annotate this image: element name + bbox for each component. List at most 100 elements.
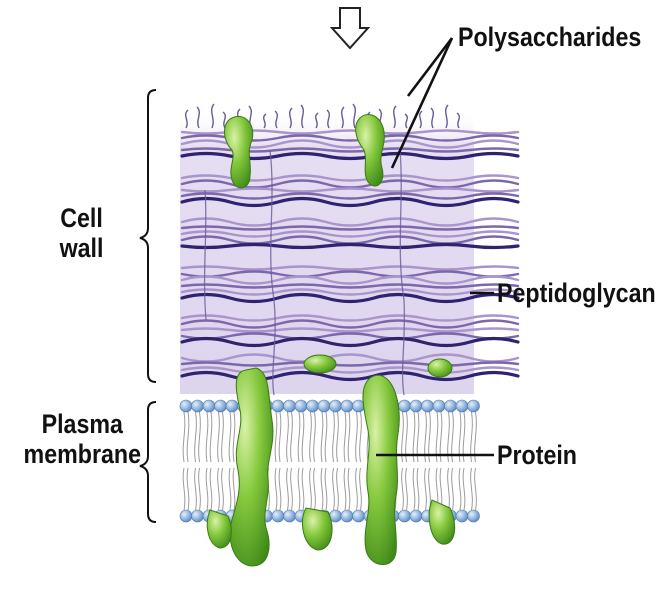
lipid-head — [330, 400, 342, 412]
lipid-tail — [275, 412, 277, 462]
lipid-tail — [218, 468, 220, 510]
lipid-tail — [333, 412, 335, 462]
lipid-tail — [356, 412, 358, 462]
lipid-tail — [348, 468, 350, 510]
lipid-tail — [183, 468, 185, 510]
lipid-head — [468, 400, 480, 412]
lipid-tail — [471, 468, 473, 510]
lipid-tail — [333, 468, 335, 510]
lipid-head — [180, 400, 192, 412]
lipid-tail — [233, 468, 235, 510]
lipid-tail — [452, 468, 454, 510]
lipid-tail — [475, 468, 477, 510]
lipid-tail — [356, 468, 358, 510]
lipid-head — [399, 510, 411, 522]
lipid-tail — [298, 468, 300, 510]
lipid-head — [410, 510, 422, 522]
lipid-tail — [199, 468, 201, 510]
lipid-tail — [360, 468, 362, 510]
lipid-tail — [344, 468, 346, 510]
lipid-tail — [302, 412, 304, 462]
lipid-head — [180, 510, 192, 522]
cell-wall-label-line1: Cell — [60, 203, 104, 233]
lipid-tail — [199, 412, 201, 462]
polysaccharides-label: Polysaccharides — [458, 22, 641, 52]
lipid-head — [226, 400, 238, 412]
lipid-tail — [337, 412, 339, 462]
lipid-head — [468, 510, 480, 522]
lipid-tail — [229, 412, 231, 462]
lipid-tail — [206, 468, 208, 510]
lipid-tail — [287, 412, 289, 462]
lipid-head — [341, 510, 353, 522]
lipid-tail — [183, 412, 185, 462]
lipid-head — [410, 400, 422, 412]
lipid-tail — [314, 412, 316, 462]
lipid-tail — [275, 468, 277, 510]
cell-wall-label: Cell wall — [60, 203, 104, 263]
lipid-tail — [337, 468, 339, 510]
lipid-tail — [218, 412, 220, 462]
lipid-tail — [448, 468, 450, 510]
lipid-tail — [233, 412, 235, 462]
down-arrow-icon — [332, 8, 368, 48]
lipid-tail — [321, 412, 323, 462]
lipid-tail — [222, 412, 224, 462]
lipid-tail — [206, 412, 208, 462]
lipid-tail — [187, 412, 189, 462]
lipid-tail — [187, 468, 189, 510]
lipid-tail — [195, 468, 197, 510]
membrane-protein-left — [207, 368, 273, 566]
lipid-tail — [291, 412, 293, 462]
lipid-head — [272, 510, 284, 522]
lipid-head — [295, 400, 307, 412]
lipid-tail — [459, 468, 461, 510]
lipid-tail — [302, 468, 304, 510]
lipid-head — [341, 400, 353, 412]
lipid-head — [353, 510, 365, 522]
lipid-tail — [402, 468, 404, 510]
lipid-tail — [291, 468, 293, 510]
lipid-head — [203, 400, 215, 412]
lipid-head — [272, 400, 284, 412]
lipid-head — [445, 400, 457, 412]
lipid-tail — [429, 468, 431, 510]
lipid-tail — [210, 412, 212, 462]
lipid-head — [422, 400, 434, 412]
lipid-tail — [360, 412, 362, 462]
lipid-head — [192, 400, 204, 412]
plasma-membrane-label-line1: Plasma — [24, 409, 141, 439]
lipid-head — [284, 510, 296, 522]
plasma-membrane-bracket — [140, 402, 156, 522]
plasma-membrane-label-line2: membrane — [24, 439, 141, 469]
lipid-head — [399, 400, 411, 412]
protein-label: Protein — [497, 440, 577, 470]
lipid-head — [456, 400, 468, 412]
lipid-tail — [413, 468, 415, 510]
lipid-tail — [325, 468, 327, 510]
lipid-tail — [417, 468, 419, 510]
lipid-tails — [183, 412, 476, 510]
lipid-tail — [348, 412, 350, 462]
lipid-tail — [279, 412, 281, 462]
lipid-head — [192, 510, 204, 522]
lipid-tail — [279, 468, 281, 510]
lipid-tail — [210, 468, 212, 510]
lipid-head — [307, 400, 319, 412]
lipid-head — [456, 510, 468, 522]
lipid-head — [318, 400, 330, 412]
lipid-tail — [310, 468, 312, 510]
lipid-tail — [314, 468, 316, 510]
lipid-tail — [229, 468, 231, 510]
lipid-head — [284, 400, 296, 412]
lipid-tail — [406, 468, 408, 510]
lipid-tail — [298, 412, 300, 462]
lipid-tail — [222, 468, 224, 510]
lipid-tail — [321, 468, 323, 510]
lipid-tail — [425, 468, 427, 510]
cell-wall-bracket — [140, 90, 156, 382]
lipid-tail — [195, 412, 197, 462]
plasma-membrane-label: Plasma membrane — [24, 409, 141, 469]
lipid-tail — [310, 412, 312, 462]
